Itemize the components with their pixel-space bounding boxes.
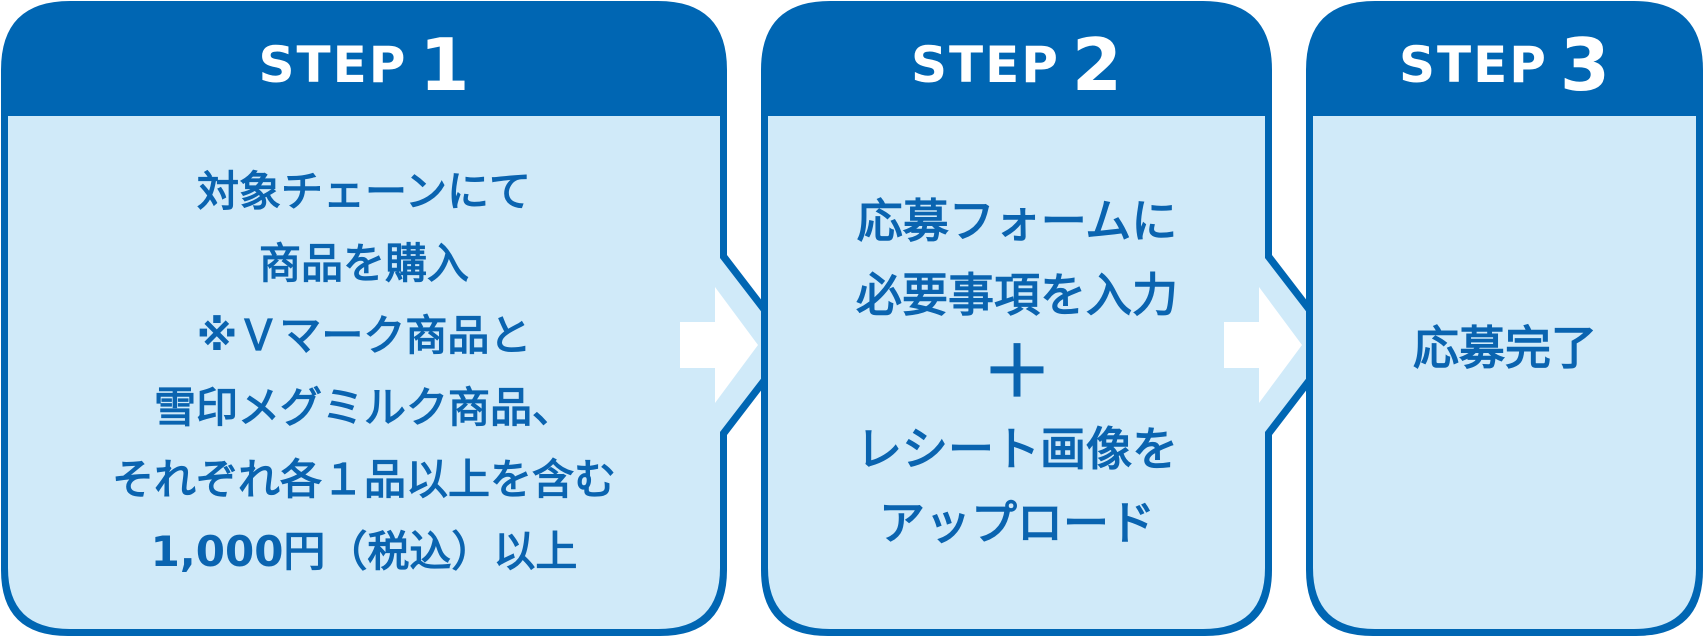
step-1-line: 雪印メグミルク商品、 [153, 383, 574, 432]
step-2-body [768, 116, 1332, 629]
step-label: STEP [910, 36, 1060, 94]
step-1-description: 対象チェーンにて 商品を購入 ※Ｖマーク商品と 雪印メグミルク商品、 それぞれ各… [8, 116, 720, 628]
step-3-box [1306, 1, 1703, 636]
step-2-description: 応募フォームに 必要事項を入力 ＋ レシート画像を アップロード [768, 116, 1266, 628]
step-3-title: STEP 3 [1313, 20, 1696, 110]
arrow-right-icon [1224, 287, 1302, 403]
plus-icon: ＋ [982, 331, 1052, 413]
step-1-line: 商品を購入 [258, 239, 469, 288]
step-2-line: 必要事項を入力 [856, 268, 1178, 322]
step-2-line: 応募フォームに [856, 194, 1178, 248]
step-3-description: 応募完了 [1314, 116, 1696, 580]
step-label: STEP [1398, 36, 1548, 94]
step-2-title: STEP 2 [768, 20, 1265, 110]
step-number: 3 [1559, 23, 1611, 107]
step-3-line: 応募完了 [1413, 321, 1597, 375]
step-number: 1 [419, 23, 470, 107]
step-2-line: アップロード [879, 496, 1155, 550]
step-number: 2 [1071, 23, 1123, 107]
step-2-line: レシート画像を [856, 422, 1178, 476]
step-1-box [1, 1, 796, 636]
step-1-line: 1,000円（税込）以上 [150, 527, 578, 576]
step-3-body [1313, 116, 1696, 629]
step-label: STEP [258, 36, 408, 94]
arrow-right-icon [680, 287, 758, 403]
step-1-line: ※Ｖマーク商品と [196, 311, 532, 360]
step-2-box [761, 1, 1341, 636]
step-1-body [8, 116, 787, 629]
step-1-line: それぞれ各１品以上を含む [111, 455, 616, 504]
step-1-title: STEP 1 [8, 20, 720, 110]
step-1-line: 対象チェーンにて [197, 167, 531, 216]
